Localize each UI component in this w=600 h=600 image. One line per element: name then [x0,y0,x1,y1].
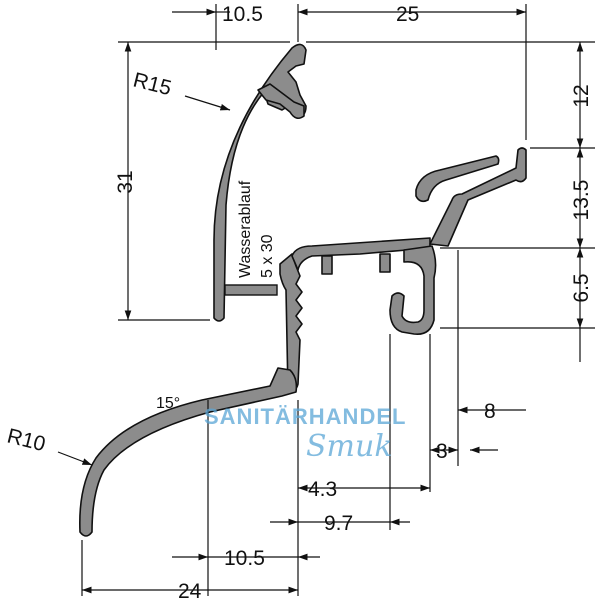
dimension-lines [57,4,595,596]
dim-bottom-10-5: 10.5 [224,547,265,570]
sill-profile [79,367,298,537]
right-hook-profile [389,245,437,336]
dim-top-left: 10.5 [222,3,263,26]
watermark-line2: Smuk [306,429,393,464]
watermark-line1: SANITÄRHANDEL [204,404,406,429]
dim-bottom-8: 8 [484,400,496,423]
profile-section [79,43,527,537]
sash-arm-profile [429,147,527,247]
web-tooth-1 [321,255,333,275]
dim-right-12: 12 [570,84,593,107]
drain-label-line1: Wasserablauf [237,180,254,278]
web-tooth-2 [379,253,391,273]
sash-lip-profile [415,155,500,203]
label-radius-15: R15 [131,69,174,101]
label-radius-10: R10 [5,425,48,457]
upper-hook-profile [257,83,305,120]
dim-bottom-4-3: 4.3 [308,478,337,501]
dim-bottom-24: 24 [178,580,202,600]
upper-arm-profile [213,43,307,322]
dim-left-31: 31 [114,170,137,193]
top-web-profile [291,237,431,271]
drain-label: Wasserablauf 5 x 30 [237,180,276,278]
dim-right-13-5: 13.5 [570,180,593,221]
label-angle-15: 15° [156,395,180,412]
watermark: SANITÄRHANDEL Smuk [204,404,406,464]
drain-plate [224,284,278,296]
dim-bottom-3: 3 [436,440,448,463]
dim-bottom-9-7: 9.7 [324,512,353,535]
drain-label-line2: 5 x 30 [259,234,276,278]
dim-right-6-5: 6.5 [570,273,593,302]
dim-top-right: 25 [396,3,419,26]
